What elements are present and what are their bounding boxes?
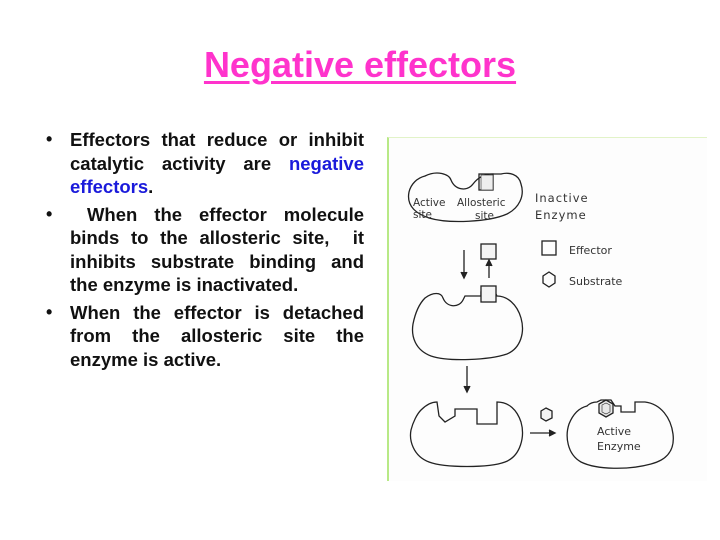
legend-label-effector: Effector [569, 244, 612, 257]
bullet-item-3: • When the effector is detached from the… [46, 301, 364, 372]
label-inactive-enzyme-2: Enzyme [535, 208, 587, 222]
bullet-item-2: • When the effector molecule binds to th… [46, 203, 364, 297]
enzyme-shape-inactive [407, 172, 523, 223]
bullet-text: When the effector molecule binds to the … [70, 203, 370, 296]
effector-bound-2 [480, 285, 497, 303]
label-allosteric-site: Allosteric [457, 197, 506, 209]
bullet-text: When the effector is detached from the a… [70, 301, 364, 370]
label-allosteric-site-2: site [475, 210, 494, 222]
bullet-text-end: . [148, 176, 154, 197]
label-active-site: Active [413, 197, 445, 209]
label-active-enzyme: Active [597, 425, 631, 438]
diagram-svg: Active site Allosteric site Inactive Enz… [407, 172, 674, 469]
slide-title: Negative effectors [0, 44, 720, 86]
label-inactive-enzyme: Inactive [535, 191, 589, 205]
label-active-enzyme-2: Enzyme [597, 440, 641, 453]
bullet-icon: • [46, 203, 53, 224]
bullet-icon: • [46, 301, 53, 322]
effector-legend-icon [541, 240, 557, 256]
allosteric-enzyme-diagram: Active site Allosteric site Inactive Enz… [387, 137, 707, 481]
highlight-term: negative effectors [70, 152, 364, 198]
effector-free [480, 243, 497, 260]
substrate-free [540, 407, 553, 422]
substrate-bound [598, 399, 614, 418]
legend-label-substrate: Substrate [569, 275, 623, 288]
substrate-legend-icon [542, 271, 556, 288]
bullet-icon: • [46, 129, 53, 149]
label-active-site-2: site [413, 209, 432, 221]
bullet-list: • Effectors that reduce or inhibit catal… [46, 128, 364, 375]
enzyme-shape-free [409, 401, 524, 468]
bullet-text: Effectors that reduce or inhibit catalyt… [70, 129, 364, 174]
bullet-item-1: • Effectors that reduce or inhibit catal… [46, 128, 364, 199]
title-text: Negative effectors [203, 44, 517, 85]
enzyme-shape-inactive-2 [411, 291, 524, 361]
